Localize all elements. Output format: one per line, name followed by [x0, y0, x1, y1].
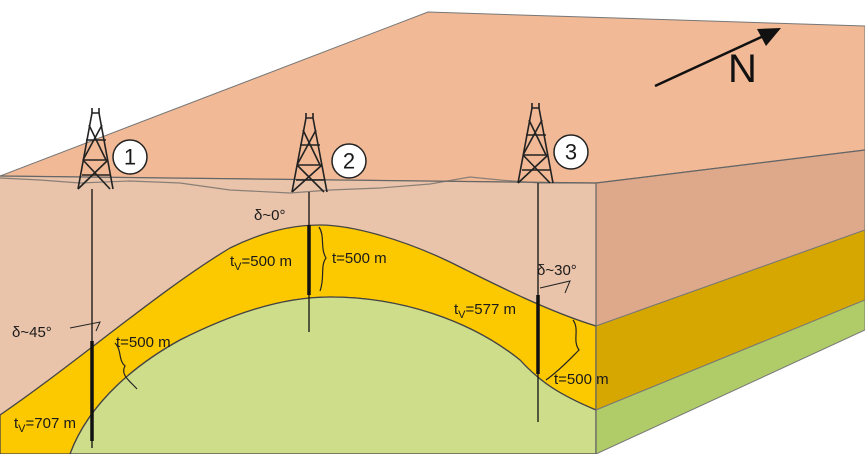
dip-indicator-1 — [69, 321, 101, 332]
north-label: N — [728, 47, 757, 91]
vertical-thickness-label-2: tV=500 m — [230, 253, 292, 273]
well-number-3: 3 — [565, 140, 577, 165]
true-thickness-label-3: t=500 m — [554, 371, 609, 388]
dip-label-2: δ~0° — [254, 207, 285, 224]
thickness-brace-2 — [318, 226, 327, 292]
vertical-thickness-label-1: tV=707 m — [14, 415, 76, 435]
north-arrow: N — [654, 28, 781, 91]
well-number-2: 2 — [343, 149, 355, 174]
dip-indicator-3 — [539, 280, 571, 294]
thickness-brace-3 — [545, 319, 580, 381]
well-3: 3 δ~30° t=500 m tV=577 m — [454, 103, 609, 422]
well-number-badge-2 — [331, 143, 367, 179]
north-arrow-head — [757, 28, 781, 46]
drilling-rig-icon — [517, 103, 554, 184]
well-number-badge-3 — [553, 134, 589, 170]
true-thickness-label-2: t=500 m — [332, 250, 387, 267]
dip-label-3: δ~30° — [537, 262, 577, 279]
well-1: 1 δ~45° t=500 m tV=707 m — [12, 108, 171, 448]
drilling-rig-icon — [291, 113, 328, 193]
drilling-rig-icon — [77, 108, 114, 190]
vertical-thickness-label-3: tV=577 m — [454, 301, 516, 321]
well-number-1: 1 — [124, 145, 136, 170]
true-thickness-label-1: t=500 m — [116, 334, 171, 351]
dip-label-1: δ~45° — [12, 324, 52, 341]
north-arrow-shaft — [654, 31, 771, 88]
well-2: 2 δ~0° t=500 m tV=500 m — [230, 113, 387, 332]
ground-surface-line — [0, 176, 596, 194]
thickness-brace-1 — [114, 342, 138, 390]
well-number-badge-1 — [112, 139, 148, 175]
